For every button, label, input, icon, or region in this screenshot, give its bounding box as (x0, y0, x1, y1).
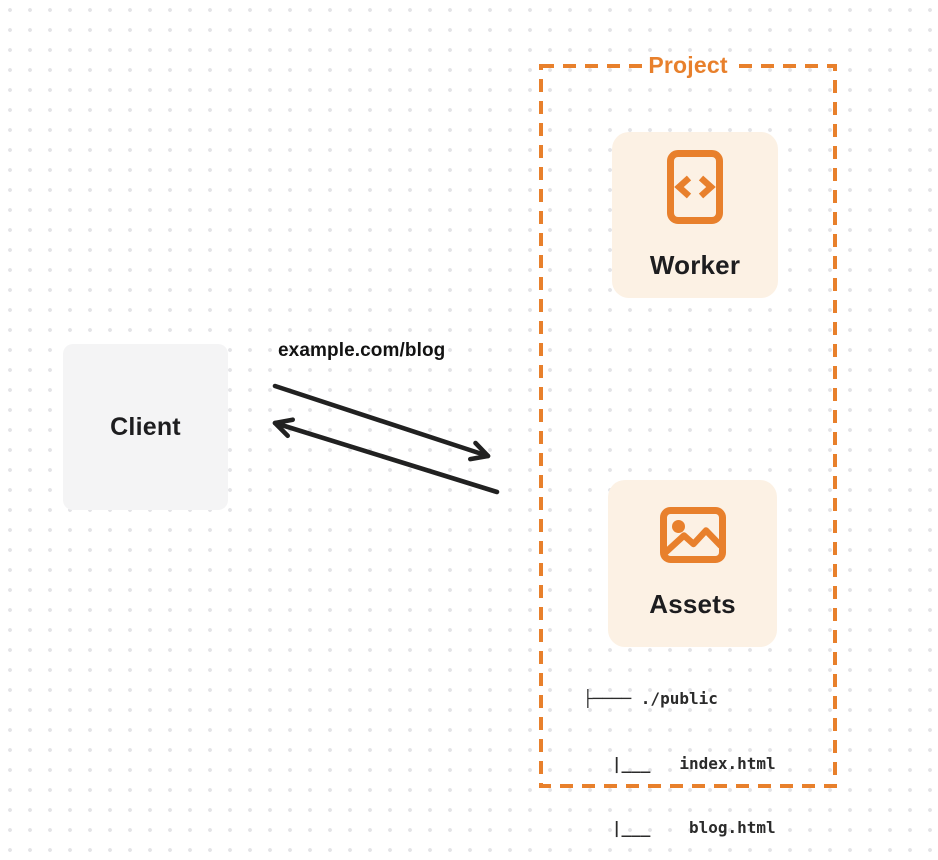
assets-card: Assets (608, 480, 777, 647)
image-icon (659, 507, 726, 563)
request-url-label: example.com/blog (278, 340, 446, 361)
request-arrow (272, 383, 491, 462)
client-node: Client (63, 344, 228, 510)
code-file-icon (667, 149, 723, 224)
worker-card: Worker (612, 132, 778, 298)
request-response-arrows (272, 383, 500, 495)
assets-label: Assets (649, 589, 736, 619)
assets-file-tree: ├──── ./public |___ index.html |___ blog… (583, 645, 776, 860)
project-label: Project (642, 52, 734, 79)
response-arrow (272, 417, 500, 495)
client-label: Client (110, 412, 181, 441)
tree-line-blog: |___ blog.html (583, 818, 776, 837)
worker-label: Worker (649, 249, 741, 280)
tree-line-public: ├──── ./public (583, 689, 718, 708)
tree-line-index: |___ index.html (583, 753, 776, 773)
